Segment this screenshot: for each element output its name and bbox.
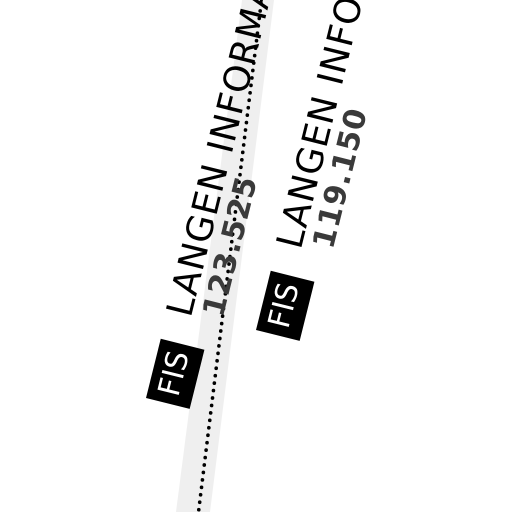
fir-boundary-band <box>176 0 274 512</box>
fir-boundary-dotted-line <box>196 0 264 512</box>
